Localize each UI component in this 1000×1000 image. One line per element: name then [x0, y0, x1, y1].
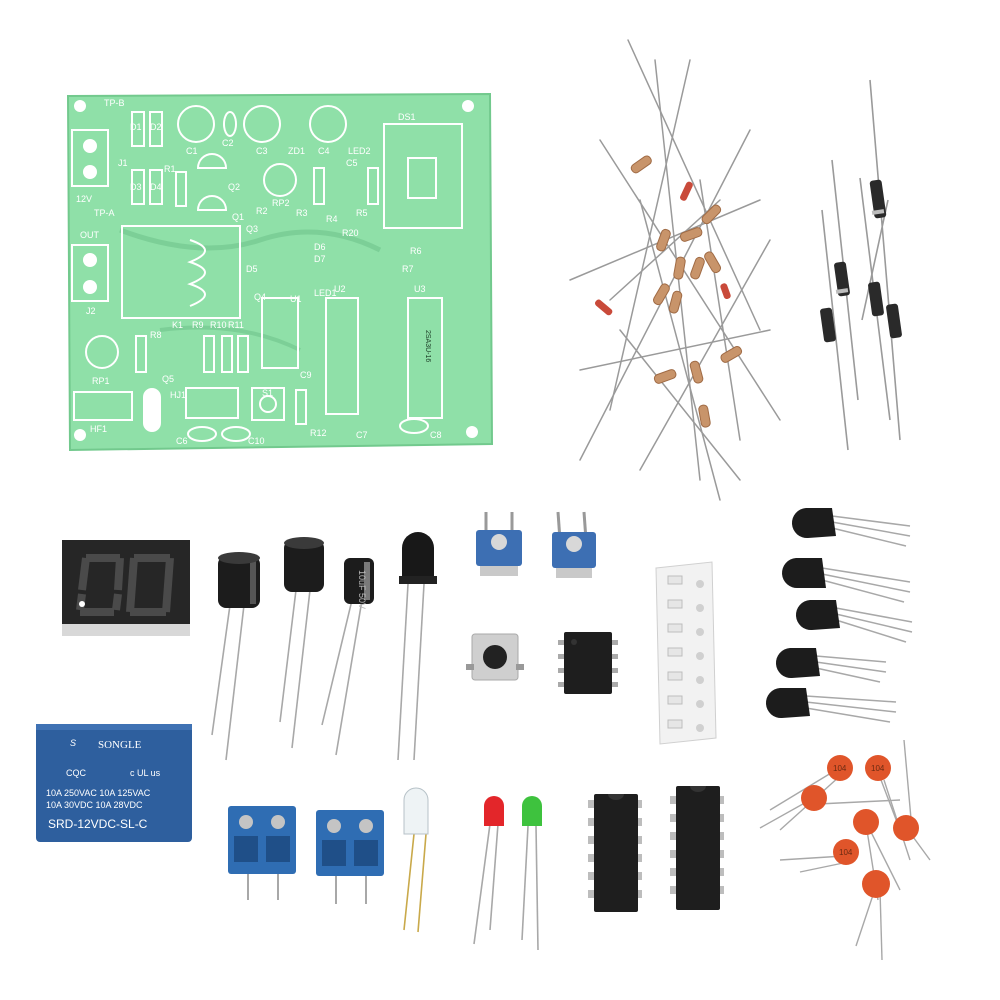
- pcb-label-c9: C9: [300, 370, 312, 380]
- pcb-label-q4: Q4: [254, 292, 266, 302]
- seven-segment-display: 0: [62, 540, 190, 636]
- pcb-label-c4: C4: [318, 146, 330, 156]
- screw-terminals: [228, 806, 384, 904]
- relay-ul-mark: c UL us: [130, 768, 161, 778]
- ceramic-cap-marking: 104: [833, 764, 847, 773]
- pcb-label-q2: Q2: [228, 182, 240, 192]
- pcb-label-c10: C10: [248, 436, 265, 446]
- clear-led: [403, 787, 429, 933]
- pcb-label-d2: D2: [150, 122, 162, 132]
- relay-rating-1: 10A 250VAC 10A 125VAC: [46, 788, 151, 798]
- pcb-label-rp1: RP1: [92, 376, 110, 386]
- pcb-label-hf1: HF1: [90, 424, 107, 434]
- indicator-leds: [473, 796, 542, 951]
- relay-model: SRD-12VDC-SL-C: [48, 817, 148, 831]
- pcb-label-d4: D4: [150, 182, 162, 192]
- pcb-label-r11: R11: [228, 320, 244, 330]
- pcb-label-d7: D7: [314, 254, 326, 264]
- pcb-label-d6: D6: [314, 242, 326, 252]
- pcb-label-r4: R4: [326, 214, 338, 224]
- pcb-label-d3: D3: [130, 182, 142, 192]
- rectifier-diodes: [820, 79, 902, 451]
- trim-potentiometers: [476, 511, 596, 578]
- pcb-label-u2: U2: [334, 284, 346, 294]
- pcb-label-r5: R5: [356, 208, 368, 218]
- pcb-label-r2: R2: [256, 206, 268, 216]
- pcb-label-q1: Q1: [232, 212, 244, 222]
- pcb-label-r20: R20: [342, 228, 359, 238]
- loose-resistors-bundle: [569, 39, 781, 501]
- pcb-label-12v: 12V: [76, 194, 92, 204]
- pcb-label-r9: R9: [192, 320, 204, 330]
- pcb-label-s1: S1: [262, 388, 273, 398]
- pcb-label-q3: Q3: [246, 224, 258, 234]
- ir-receiver: [397, 532, 437, 761]
- ceramic-cap-marking: 104: [871, 764, 885, 773]
- relay-cert: CQC: [66, 768, 87, 778]
- pcb-label-r7: R7: [402, 264, 414, 274]
- pcb-label-r3: R3: [296, 208, 308, 218]
- pcb-label-c2: C2: [222, 138, 234, 148]
- pcb-label-c3: C3: [256, 146, 268, 156]
- relay-rating-2: 10A 30VDC 10A 28VDC: [46, 800, 143, 810]
- pcb-label-led1: LED1: [314, 288, 337, 298]
- pcb-label-r6: R6: [410, 246, 422, 256]
- pcb-chip-marking: 2SA3U-16: [424, 330, 431, 362]
- pcb-label-j2: J2: [86, 306, 96, 316]
- pcb-label-c6: C6: [176, 436, 188, 446]
- pcb-label-k1: K1: [172, 320, 183, 330]
- pcb-label-d5: D5: [246, 264, 258, 274]
- transistors: [765, 508, 913, 723]
- capacitor-marking: 10uF 50V: [357, 570, 367, 609]
- pcb-label-c7: C7: [356, 430, 368, 440]
- relay-logo-mark: S: [70, 738, 76, 748]
- pcb-label-r10: R10: [210, 320, 227, 330]
- electrolytic-capacitors: 10uF 50V: [211, 537, 374, 761]
- display-digit: 0: [150, 599, 151, 601]
- pcb-label-r1: R1: [164, 164, 176, 174]
- dip8-chip: [558, 632, 618, 694]
- pcb-label-d1: D1: [130, 122, 142, 132]
- pcb-label-tp-a: TP-A: [94, 208, 115, 218]
- pcb-label-r12: R12: [310, 428, 327, 438]
- pcb-label-out: OUT: [80, 230, 100, 240]
- relay-module: S SONGLE CQC c UL us 10A 250VAC 10A 125V…: [36, 724, 192, 842]
- pcb-label-r8: R8: [150, 330, 162, 340]
- pcb-label-led2: LED2: [348, 146, 371, 156]
- pcb-label-ds1: DS1: [398, 112, 416, 122]
- dip16-chips: [588, 786, 724, 912]
- pcb-label-c1: C1: [186, 146, 198, 156]
- pcb-label-q5: Q5: [162, 374, 174, 384]
- pcb-label-hj1: HJ1: [170, 390, 186, 400]
- pcb-label-zd1: ZD1: [288, 146, 305, 156]
- smd-component-tape: [655, 561, 717, 745]
- pcb-label-u1: U1: [290, 294, 302, 304]
- pcb-label-j1: J1: [118, 158, 128, 168]
- pcb-label-c8: C8: [430, 430, 442, 440]
- relay-brand: SONGLE: [98, 739, 142, 751]
- ceramic-capacitors: 104 104 104: [759, 739, 931, 961]
- pcb-label-u3: U3: [414, 284, 426, 294]
- tactile-push-button: [466, 633, 524, 681]
- ceramic-cap-marking: 104: [839, 848, 853, 857]
- pcb-label-tp-b: TP-B: [104, 98, 125, 108]
- pcb-label-rp2: RP2: [272, 198, 290, 208]
- pcb-label-c5: C5: [346, 158, 358, 168]
